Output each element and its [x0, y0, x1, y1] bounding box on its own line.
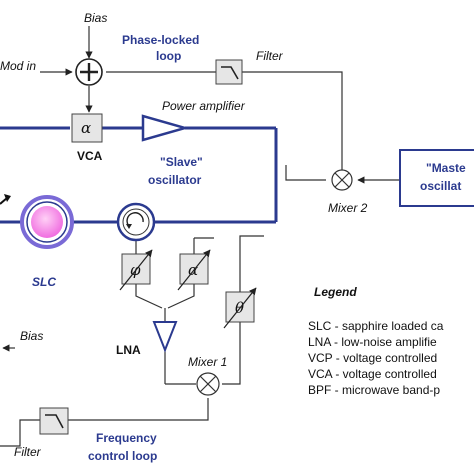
slave-label-line1: "Slave"	[160, 155, 203, 169]
filter-bottom	[39, 407, 69, 435]
fcl-label-line1: Frequency	[96, 431, 157, 445]
input-arrow-icon	[0, 194, 11, 205]
mixer1-label: Mixer 1	[188, 355, 227, 369]
power-amplifier-label: Power amplifier	[162, 99, 246, 113]
mixer1	[196, 372, 220, 396]
fcl-label-line2: control loop	[88, 449, 157, 463]
bias-top-label: Bias	[84, 11, 107, 25]
slc-label: SLC	[32, 275, 56, 289]
mixer2	[331, 169, 353, 191]
master-label-line1: "Maste	[426, 161, 466, 175]
legend-item: VCA - voltage controlled	[308, 367, 437, 381]
summing-junction	[75, 58, 103, 86]
power-amplifier	[141, 114, 190, 142]
slave-label-line2: oscillator	[148, 173, 202, 187]
mixer2-label: Mixer 2	[328, 201, 368, 215]
legend-item: BPF - microwave band-p	[308, 383, 440, 397]
legend-title: Legend	[314, 285, 357, 299]
legend-item: VCP - voltage controlled	[308, 351, 437, 365]
master-oscillator-box: "Maste oscillat	[399, 149, 474, 207]
vca-block: α	[71, 113, 103, 143]
filter-top	[215, 59, 243, 85]
vca-alpha-symbol: α	[81, 119, 91, 137]
legend-item: LNA - low-noise amplifie	[308, 335, 437, 349]
pll-label-line1: Phase-locked	[122, 33, 199, 47]
phase-shifter-block: φ	[119, 249, 153, 291]
main-loop-lines	[0, 126, 278, 224]
legend-item: SLC - sapphire loaded ca	[308, 319, 444, 333]
filter-bottom-label: Filter	[14, 445, 42, 459]
circulator	[116, 202, 156, 242]
attenuator-block: α	[177, 249, 211, 291]
vca-label: VCA	[77, 149, 103, 163]
mod-in-label: Mod in	[0, 59, 36, 73]
signal-lines	[0, 26, 400, 447]
master-label-line2: oscillat	[420, 179, 461, 193]
bias-bottom-label: Bias	[20, 329, 43, 343]
theta-block: θ	[223, 287, 257, 329]
attenuator-symbol: α	[188, 261, 198, 279]
pll-label-line2: loop	[156, 49, 181, 63]
lna-label: LNA	[116, 343, 141, 357]
slc-resonator	[20, 195, 74, 249]
filter-top-label: Filter	[256, 49, 284, 63]
lna-amplifier	[152, 321, 178, 353]
legend: Legend SLC - sapphire loaded ca LNA - lo…	[308, 285, 444, 397]
